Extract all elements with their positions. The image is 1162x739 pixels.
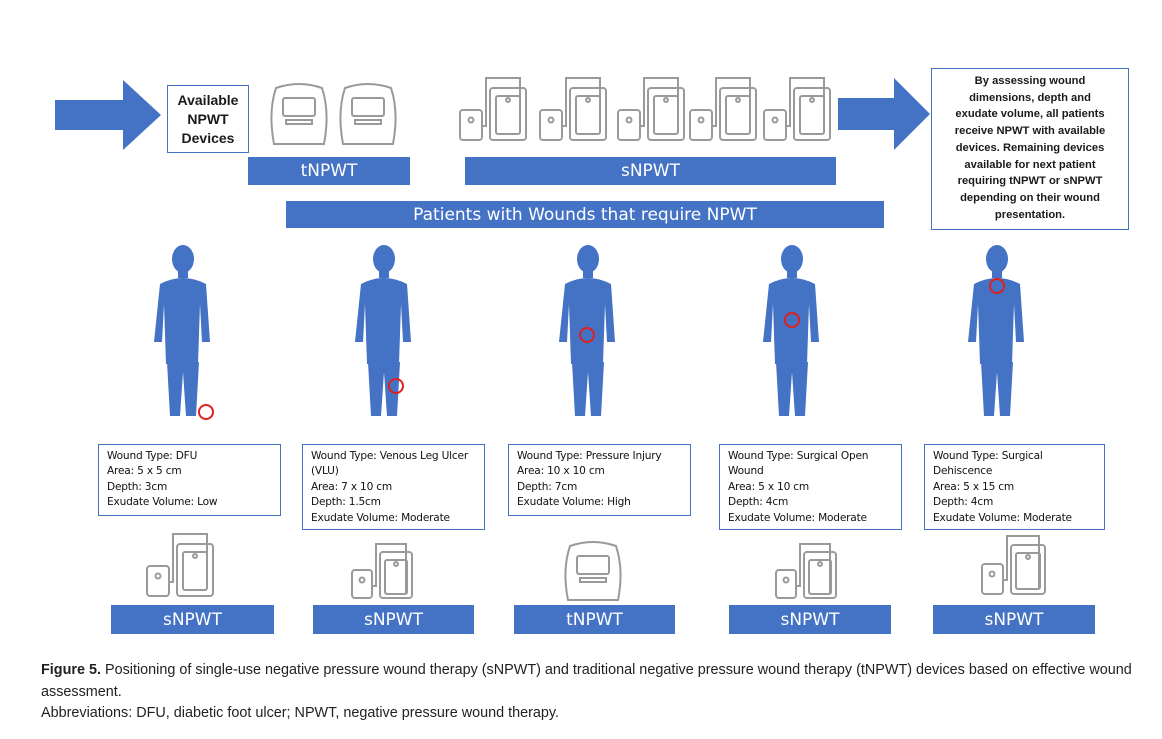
wound-info-box: Wound Type: Pressure Injury Area: 10 x 1… [508, 444, 691, 516]
wound-line: Wound Type: Pressure Injury [517, 450, 662, 462]
tnpwt-bar: tNPWT [248, 157, 410, 185]
available-line: Devices [181, 129, 235, 146]
snpwt-device-icon [146, 533, 214, 597]
wound-info-box: Wound Type: Surgical Open Wound Area: 5 … [719, 444, 902, 530]
wound-line: Exudate Volume: Low [107, 496, 218, 509]
wound-line: Exudate Volume: High [517, 496, 631, 509]
wound-marker-icon [989, 278, 1005, 294]
wound-line: Wound Type: Surgical [933, 450, 1043, 462]
patients-bar: Patients with Wounds that require NPWT [286, 201, 884, 228]
human-figure-icon [763, 245, 819, 416]
wound-info-box: Wound Type: Venous Leg Ulcer (VLU) Area:… [302, 444, 485, 530]
wound-info-box: Wound Type: DFU Area: 5 x 5 cm Depth: 3c… [98, 444, 281, 516]
snpwt-device-icon [539, 77, 607, 141]
figure-caption: Figure 5. Positioning of single-use nega… [41, 659, 1141, 703]
human-figure-icon [355, 245, 411, 416]
tnpwt-device-icon [270, 83, 328, 145]
left-arrow-icon [55, 80, 161, 150]
wound-marker-icon [784, 312, 800, 328]
snpwt-bar: sNPWT [465, 157, 836, 185]
snpwt-device-icon [763, 77, 831, 141]
wound-line: Area: 5 x 10 cm [728, 480, 810, 493]
wound-info-box: Wound Type: Surgical Dehiscence Area: 5 … [924, 444, 1105, 530]
assessment-info-box: By assessing wound dimensions, depth and… [931, 68, 1129, 230]
wound-line: Dehiscence [933, 465, 993, 478]
info-line: receive NPWT with available [954, 125, 1106, 138]
info-line: By assessing wound [974, 75, 1086, 87]
available-line: Available [177, 91, 239, 108]
wound-line: Depth: 4cm [933, 496, 994, 509]
wound-line: Depth: 1.5cm [311, 496, 381, 509]
wound-line: Exudate Volume: Moderate [933, 511, 1072, 524]
wound-line: Depth: 4cm [728, 496, 789, 509]
device-bar: tNPWT [514, 605, 675, 634]
device-bar: sNPWT [729, 605, 891, 634]
available-devices-box: Available NPWT Devices [167, 85, 249, 153]
wound-marker-icon [388, 378, 404, 394]
device-bar: sNPWT [111, 605, 274, 634]
snpwt-device-icon [689, 77, 757, 141]
info-line: dimensions, depth and [969, 91, 1091, 104]
snpwt-device-icon [981, 535, 1046, 595]
snpwt-device-icon [351, 543, 413, 599]
wound-marker-icon [198, 404, 214, 420]
snpwt-device-icon [775, 543, 837, 599]
human-figure-icon [968, 245, 1024, 416]
info-line: presentation. [994, 208, 1066, 221]
human-figure-icon [154, 245, 214, 420]
wound-marker-icon [579, 327, 595, 343]
wound-line: Wound [728, 465, 764, 478]
wound-line: Depth: 3cm [107, 480, 168, 493]
wound-line: Wound Type: Venous Leg Ulcer [311, 450, 468, 462]
info-line: exudate volume, all patients [955, 108, 1105, 121]
info-line: devices. Remaining devices [955, 141, 1105, 154]
wound-line: Wound Type: DFU [107, 450, 198, 462]
human-figure-icon [559, 245, 615, 416]
info-line: available for next patient [964, 158, 1096, 171]
wound-line: Wound Type: Surgical Open [728, 450, 869, 462]
available-line: NPWT [187, 110, 229, 127]
device-bar: sNPWT [313, 605, 474, 634]
wound-line: Area: 7 x 10 cm [311, 480, 393, 493]
figure-label: Figure 5. [41, 662, 101, 678]
snpwt-device-icon [617, 77, 685, 141]
snpwt-device-icon [459, 77, 527, 141]
figure-caption-text: Positioning of single-use negative press… [41, 662, 1132, 700]
info-line: requiring tNPWT or sNPWT [957, 175, 1103, 188]
tnpwt-device-icon [564, 541, 622, 601]
info-line: depending on their wound [960, 191, 1100, 204]
device-bar: sNPWT [933, 605, 1095, 634]
tnpwt-device-icon [339, 83, 397, 145]
wound-line: Depth: 7cm [517, 480, 578, 493]
right-arrow-icon [838, 78, 930, 150]
wound-line: Area: 5 x 15 cm [933, 480, 1015, 493]
wound-line: Area: 10 x 10 cm [517, 465, 605, 478]
wound-line: Exudate Volume: Moderate [728, 511, 867, 524]
wound-line: Area: 5 x 5 cm [107, 465, 182, 478]
abbreviations: Abbreviations: DFU, diabetic foot ulcer;… [41, 705, 560, 721]
wound-line: Exudate Volume: Moderate [311, 511, 450, 524]
wound-line: (VLU) [311, 465, 339, 478]
